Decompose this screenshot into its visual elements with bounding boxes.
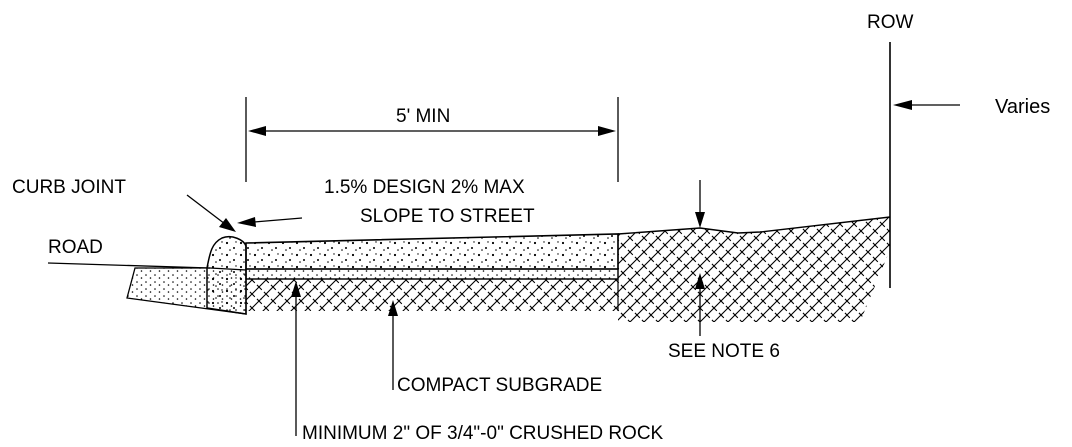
min-width-label: 5' MIN xyxy=(396,106,450,127)
crushed-rock-label: MINIMUM 2" OF 3/4"-0" CRUSHED ROCK xyxy=(302,423,664,444)
varies-label: Varies xyxy=(995,96,1050,118)
compact-subgrade-label: COMPACT SUBGRADE xyxy=(397,375,602,396)
row-label: ROW xyxy=(867,12,914,33)
see-note-label: SEE NOTE 6 xyxy=(668,341,780,362)
crushed-rock-layer xyxy=(245,268,619,280)
subgrade-soil xyxy=(246,279,618,311)
sidewalk-slab xyxy=(245,233,619,270)
road-label: ROAD xyxy=(48,237,103,258)
slope-label-line1: 1.5% DESIGN 2% MAX xyxy=(324,177,525,198)
landscape-soil xyxy=(618,217,890,322)
road-surface-line xyxy=(47,262,211,269)
slope-label-line2: SLOPE TO STREET xyxy=(360,206,535,227)
curb xyxy=(206,235,247,315)
curb-joint-label: CURB JOINT xyxy=(12,177,126,198)
